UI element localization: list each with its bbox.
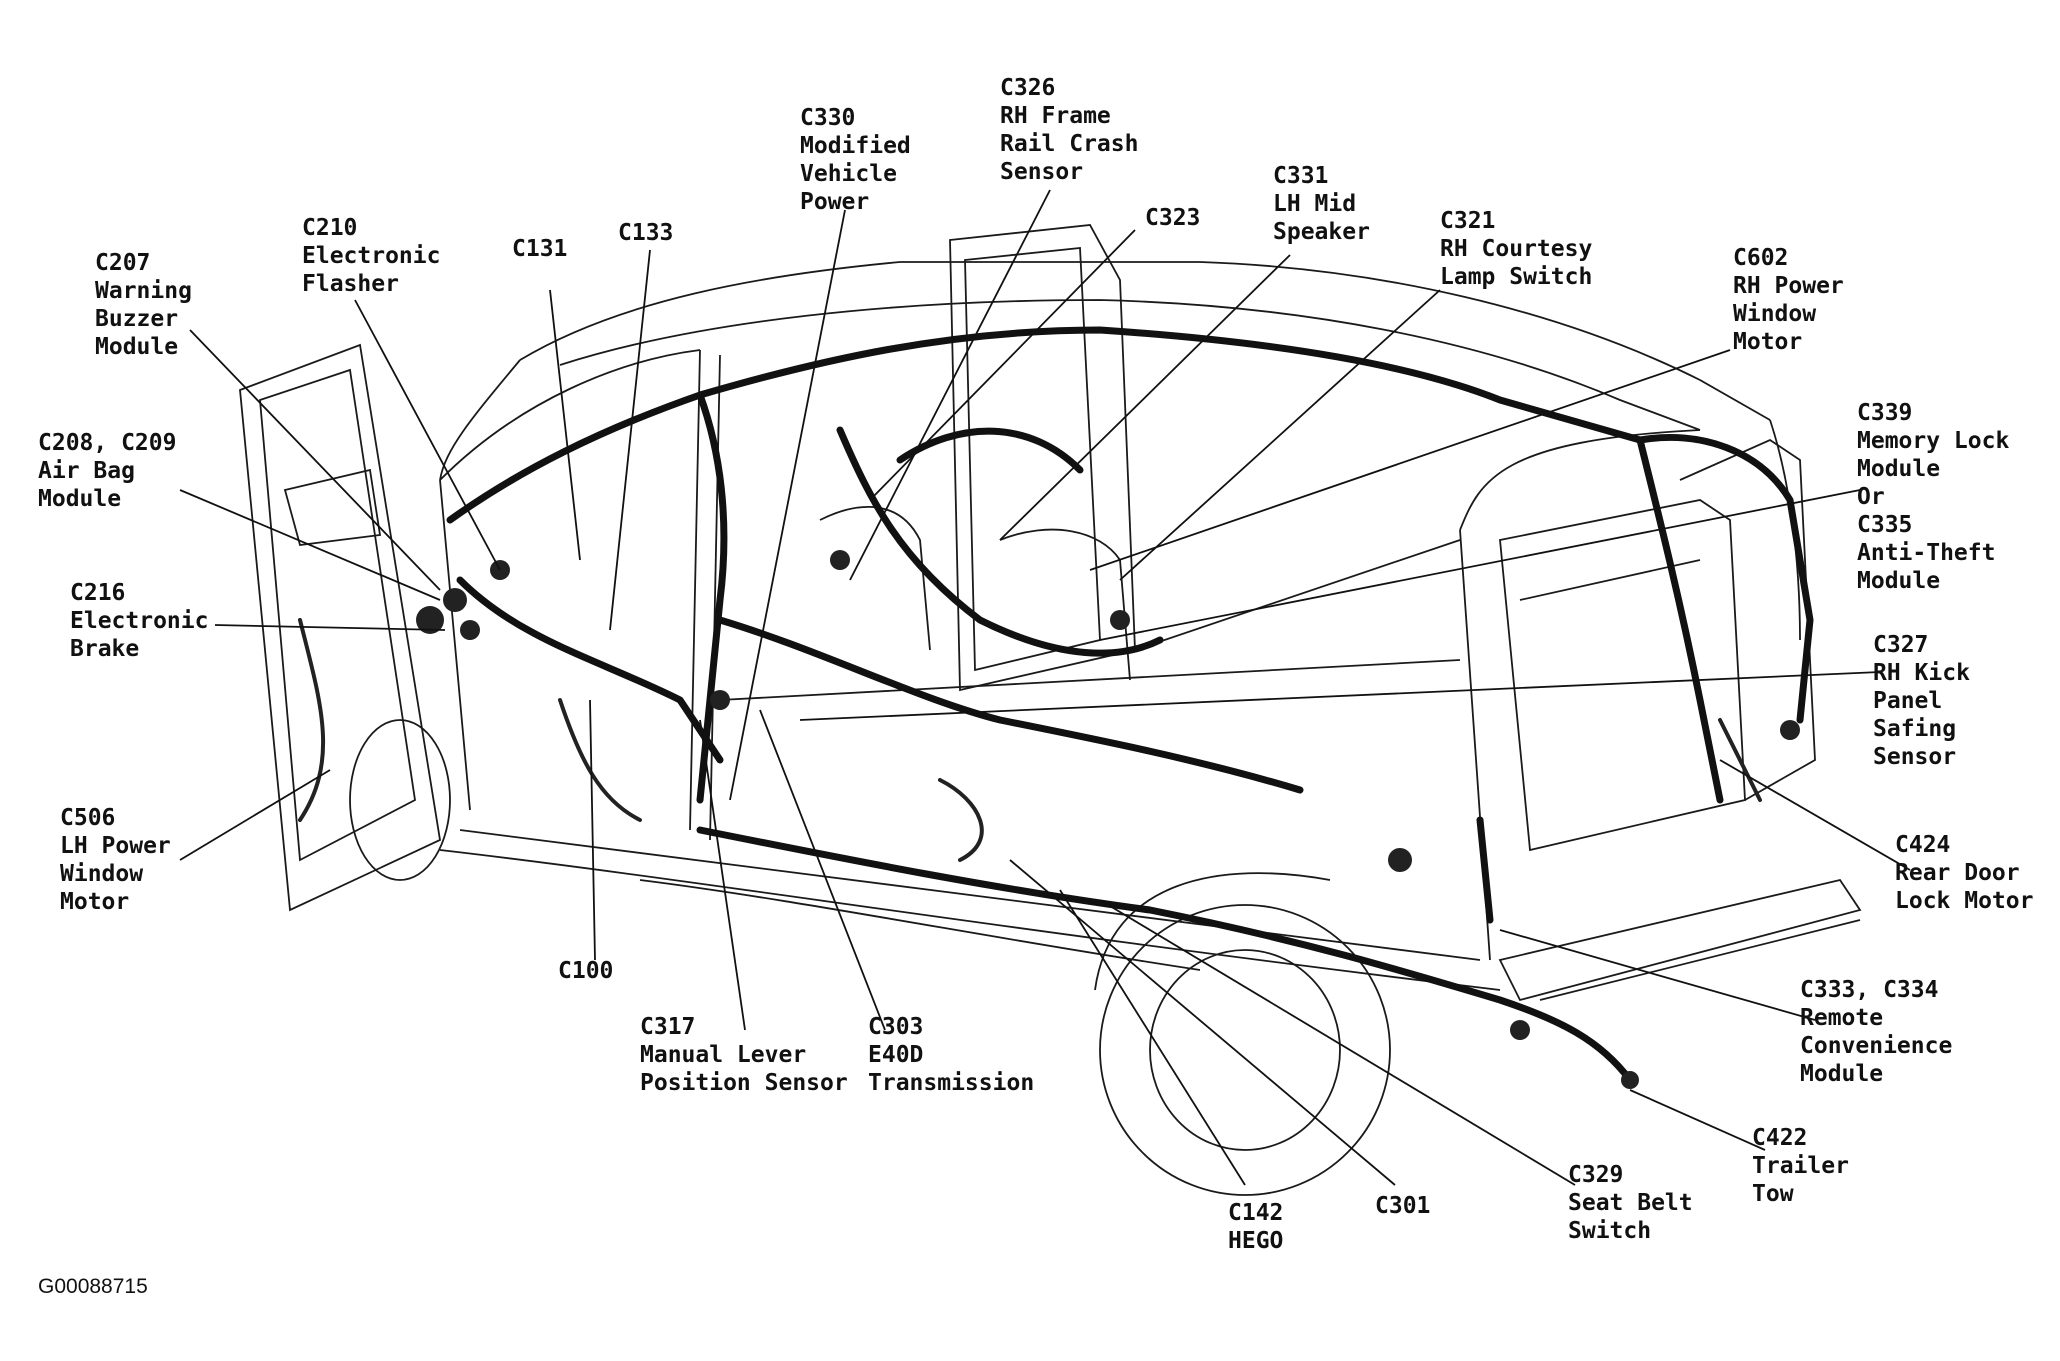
callout-c330: C330 Modified Vehicle Power (800, 105, 925, 215)
callout-c210: C210 Electronic Flasher (302, 215, 454, 297)
callout-labels: C326 RH Frame Rail Crash Sensor C330 Mod… (38, 75, 2033, 1254)
callout-c339-c335: C339 Memory Lock Module Or C335 Anti-The… (1857, 400, 2023, 594)
callout-c208-c209: C208, C209 Air Bag Module (38, 430, 190, 512)
callout-c329: C329 Seat Belt Switch (1568, 1162, 1706, 1244)
callout-c327: C327 RH Kick Panel Safing Sensor (1873, 632, 1984, 770)
figure-id: G00088715 (38, 1275, 148, 1298)
callout-c602: C602 RH Power Window Motor (1733, 245, 1858, 355)
callout-c133: C133 (618, 220, 673, 246)
callout-c317: C317 Manual Lever Position Sensor (640, 1014, 848, 1096)
van-body (239, 224, 1862, 1196)
callout-c323: C323 (1145, 205, 1200, 231)
callout-c207: C207 Warning Buzzer Module (95, 250, 206, 360)
callout-c301: C301 (1375, 1193, 1430, 1219)
callout-c333-c334: C333, C334 Remote Convenience Module (1800, 977, 1966, 1087)
callout-c131: C131 (512, 236, 567, 262)
callout-c331: C331 LH Mid Speaker (1273, 163, 1370, 245)
callout-c506: C506 LH Power Window Motor (60, 805, 185, 915)
callout-c142: C142 HEGO (1228, 1200, 1297, 1254)
callout-c422: C422 Trailer Tow (1752, 1125, 1863, 1207)
leader-lines (179, 189, 1911, 1186)
wiring-harness (298, 326, 1814, 1089)
callout-c100: C100 (558, 958, 613, 984)
callout-c303: C303 E40D Transmission (868, 1014, 1034, 1096)
callout-c326: C326 RH Frame Rail Crash Sensor (1000, 75, 1152, 185)
callout-c321: C321 RH Courtesy Lamp Switch (1440, 208, 1606, 290)
callout-c424: C424 Rear Door Lock Motor (1895, 832, 2033, 914)
callout-c216: C216 Electronic Brake (70, 580, 222, 662)
